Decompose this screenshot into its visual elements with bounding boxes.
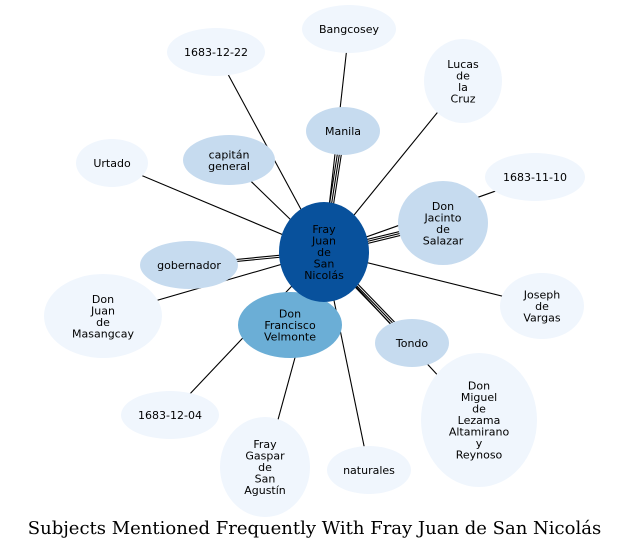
node-ellipse-don-juan-de-masangcay <box>44 274 162 358</box>
node-ellipse-joseph-de-vargas <box>500 273 584 339</box>
node-ellipse-bangcosey <box>302 5 396 53</box>
node-label-urtado: Urtado <box>93 157 131 170</box>
node-ellipse-capitan-general <box>183 135 275 185</box>
node-ellipse-urtado <box>76 139 148 187</box>
node-manila: Manila <box>306 107 380 155</box>
node-date-1683-12-04: 1683-12-04 <box>121 391 219 439</box>
node-label-tondo: Tondo <box>395 337 429 350</box>
node-date-1683-12-22: 1683-12-22 <box>167 28 265 76</box>
node-label-gobernador: gobernador <box>157 259 221 272</box>
diagram-title: Subjects Mentioned Frequently With Fray … <box>27 518 602 539</box>
node-ellipse-manila <box>306 107 380 155</box>
node-date-1683-11-10: 1683-11-10 <box>485 153 585 201</box>
node-naturales: naturales <box>327 446 411 494</box>
node-ellipse-lucas-de-la-cruz <box>424 39 502 123</box>
node-ellipse-gobernador <box>140 241 238 289</box>
node-ellipse-fray-gaspar-de-san-agustin <box>220 417 310 517</box>
node-label-date-1683-12-04: 1683-12-04 <box>138 409 202 422</box>
node-label-manila: Manila <box>325 125 361 138</box>
node-ellipse-date-1683-11-10 <box>485 153 585 201</box>
node-label-bangcosey: Bangcosey <box>319 23 380 36</box>
node-ellipse-fray-juan-de-san-nicolas <box>279 202 369 302</box>
node-ellipse-don-jacinto-de-salazar <box>398 181 488 265</box>
node-gobernador: gobernador <box>140 241 238 289</box>
node-ellipse-don-miguel-de-lezama <box>421 353 537 487</box>
node-ellipse-date-1683-12-22 <box>167 28 265 76</box>
node-tondo: Tondo <box>375 319 449 367</box>
node-ellipse-tondo <box>375 319 449 367</box>
node-ellipse-date-1683-12-04 <box>121 391 219 439</box>
node-label-naturales: naturales <box>343 464 395 477</box>
node-label-date-1683-11-10: 1683-11-10 <box>503 171 567 184</box>
node-bangcosey: Bangcosey <box>302 5 396 53</box>
node-label-date-1683-12-22: 1683-12-22 <box>184 46 248 59</box>
node-ellipse-naturales <box>327 446 411 494</box>
node-ellipse-don-francisco-velmonte <box>238 292 342 358</box>
node-urtado: Urtado <box>76 139 148 187</box>
